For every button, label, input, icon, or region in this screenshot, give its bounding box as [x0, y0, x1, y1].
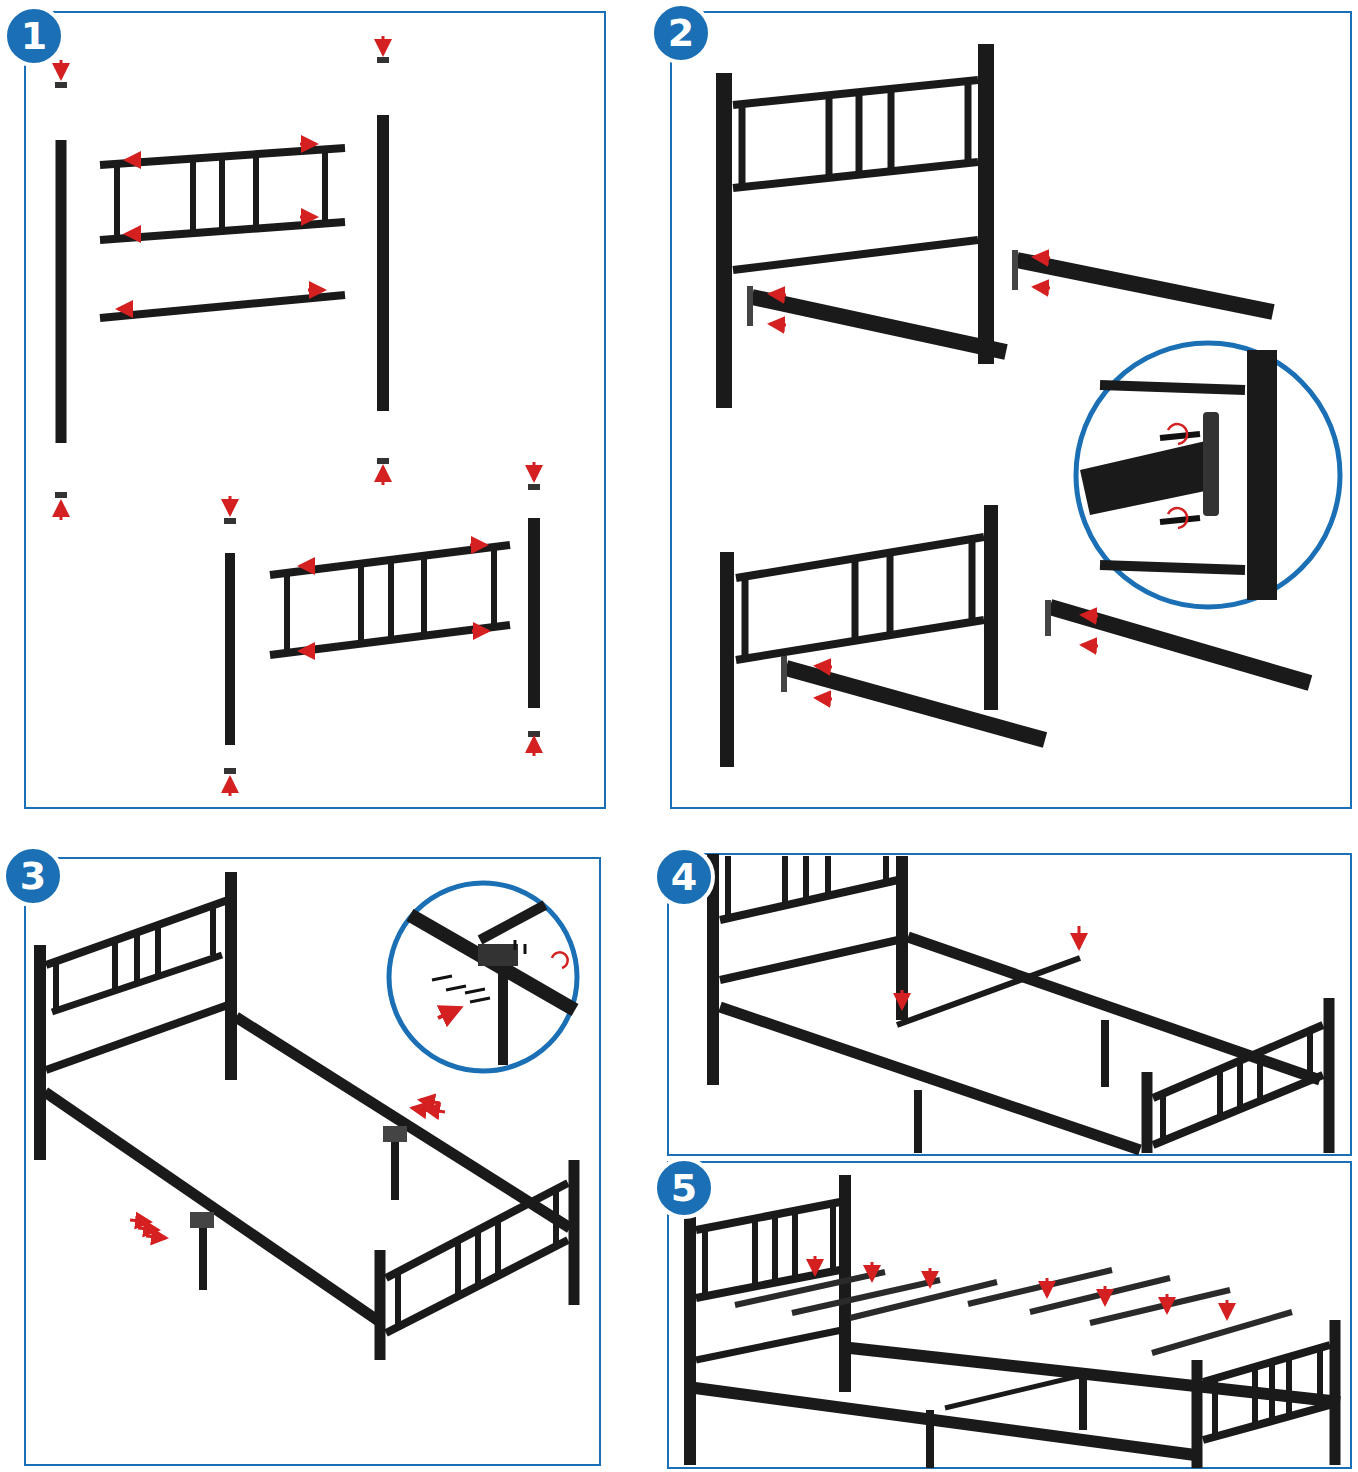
step-number: 3 — [1, 844, 65, 908]
step-number: 5 — [652, 1156, 716, 1220]
step5-bed — [690, 1175, 1340, 1468]
step2-brackets — [747, 250, 1051, 692]
step-badge: 1 — [2, 4, 66, 68]
step3-arrows — [130, 1100, 445, 1238]
step4-bed — [713, 854, 1329, 1153]
step-number: 1 — [2, 4, 66, 68]
step-number: 2 — [649, 1, 713, 65]
step5-arrows — [815, 1256, 1227, 1318]
step-badge: 3 — [1, 844, 65, 908]
step2-zoom — [1076, 343, 1340, 607]
step2-arrows — [770, 257, 1098, 699]
step-badge: 5 — [652, 1156, 716, 1220]
step5-slats — [735, 1270, 1292, 1353]
step3-brackets — [190, 1126, 407, 1228]
step1-parts — [61, 115, 534, 745]
panel-frames — [25, 12, 1351, 1468]
step3-zoom — [389, 883, 577, 1071]
step-badge: 4 — [652, 845, 716, 909]
step-number: 4 — [652, 845, 716, 909]
step4-arrows — [902, 926, 1079, 1008]
step3-bed — [40, 872, 574, 1360]
step-badge: 2 — [649, 1, 713, 65]
step1-arrows — [61, 36, 534, 796]
step1-caps — [55, 57, 540, 774]
